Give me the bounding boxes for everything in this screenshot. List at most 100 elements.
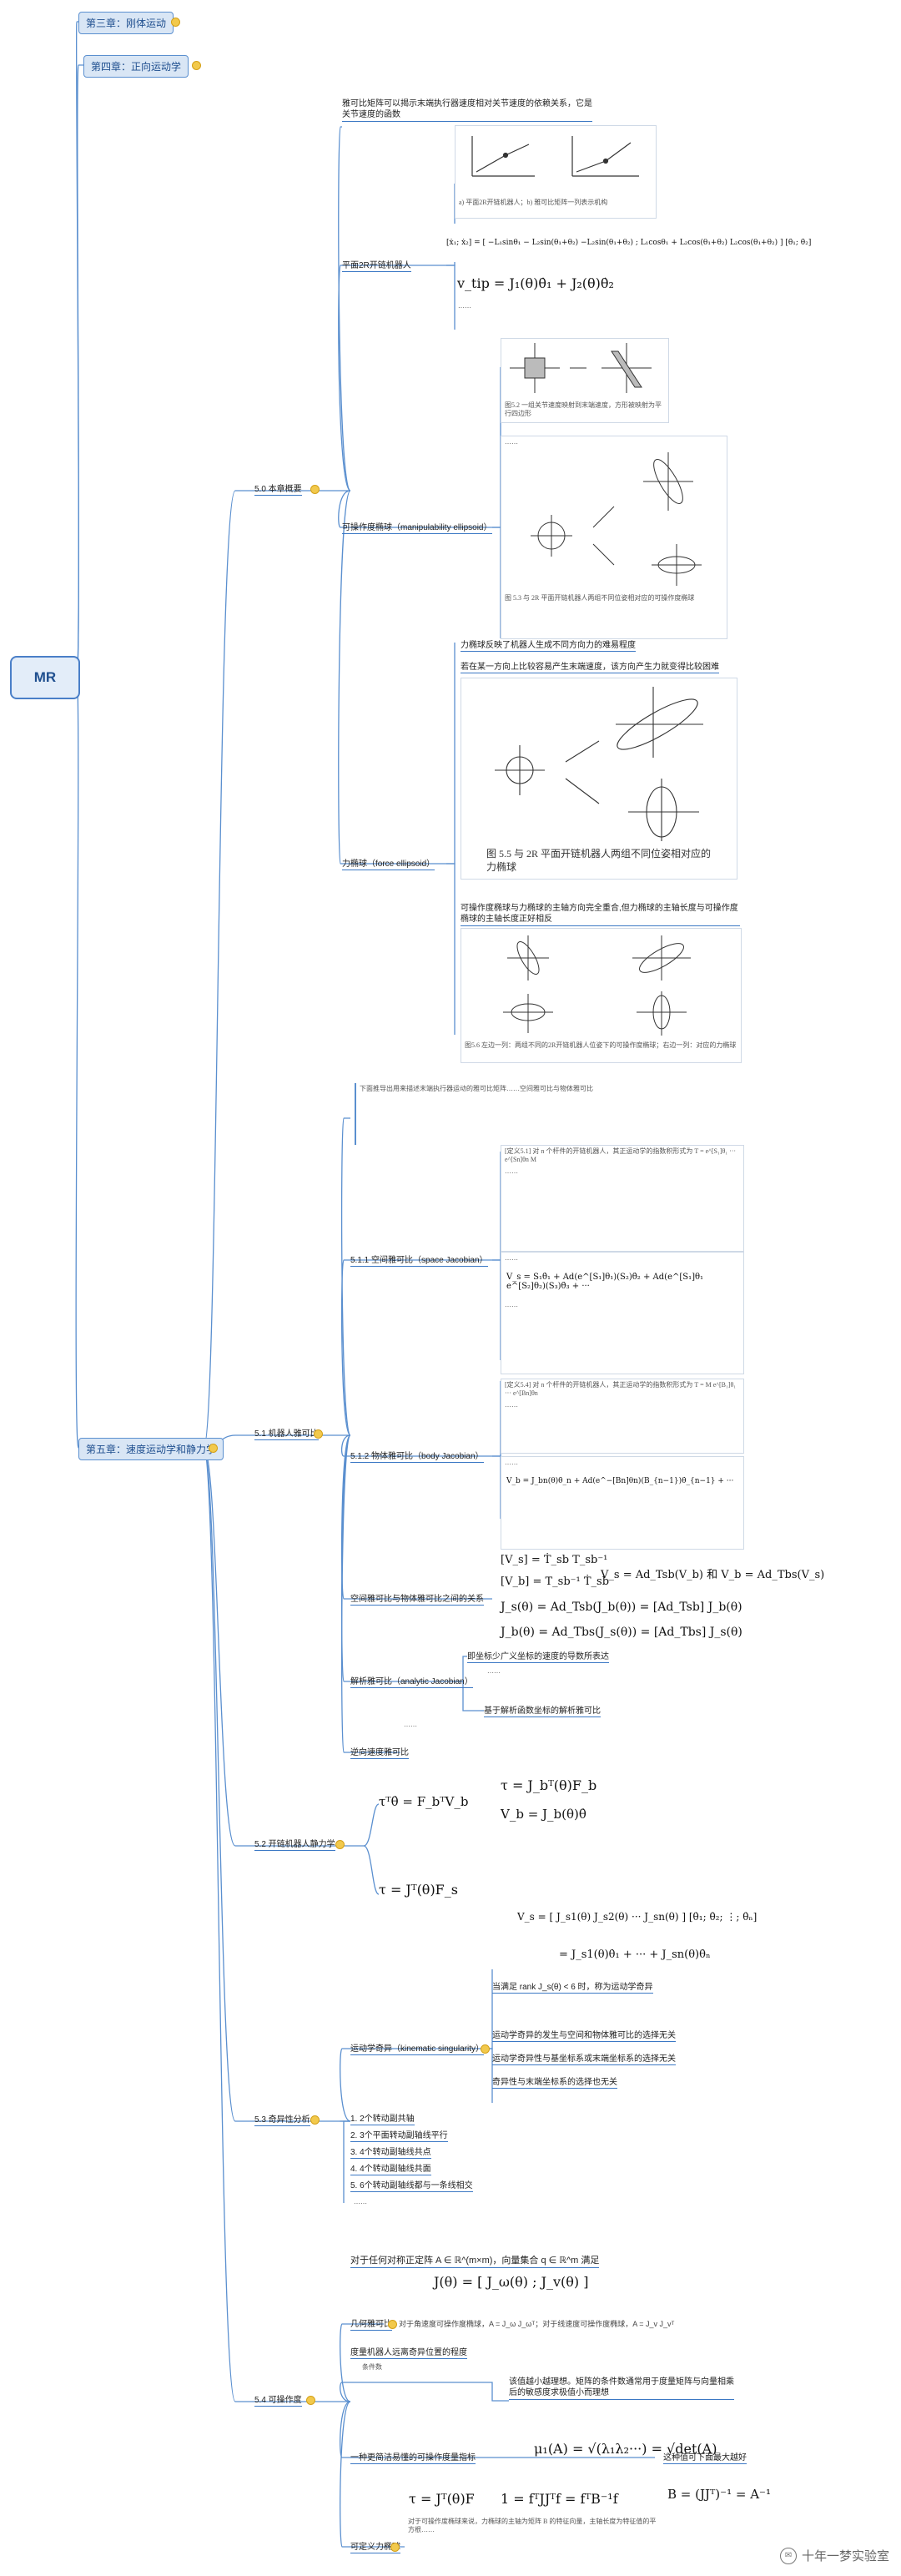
compare-ellipsoids-sketch — [503, 935, 691, 1036]
figure-manip-ellipsoid: …… 图 5.3 与 2R 平面开链机器人两组不同位姿相对应的可操作度椭球 — [501, 436, 727, 639]
singularity-jac-eq: V_s = [ J_s1(θ) J_s2(θ) ··· J_sn(θ) ] [θ… — [517, 1911, 758, 1923]
figure-caption: 图 5.3 与 2R 平面开链机器人两组不同位姿相对应的可操作度椭球 — [505, 594, 695, 602]
section-5-3[interactable]: 5.3 奇异性分析 — [254, 2112, 310, 2126]
space-jacobian-node[interactable]: 5.1.1 空间雅可比（space Jacobian） — [350, 1253, 488, 1267]
volume-measure-node[interactable]: 一种更简洁易懂的可操作度量指标 — [350, 2450, 476, 2464]
kin-note-3[interactable]: 运动学奇异性与基坐标系或末端坐标系的选择无关 — [492, 2051, 676, 2065]
kin-note-1[interactable]: 当满足 rank J_s(θ) < 6 时，称为运动学奇异 — [492, 1979, 653, 1994]
body-jac-definition: [定义5.4] 对 n 个杆件的开链机器人，其正运动学的指数积形式为 T = M… — [501, 1379, 744, 1454]
note-dot-icon[interactable] — [335, 1840, 345, 1849]
chapter-4-topic[interactable]: 第四章：正向运动学 — [83, 55, 189, 78]
case-1[interactable]: 1. 2个转动副共轴 — [350, 2111, 415, 2125]
figure-caption: 图5.2 一组关节速度映射到末端速度，方形被映射为平行四边形 — [505, 401, 662, 417]
square-map-sketch — [510, 343, 652, 393]
geometric-note: 对于角速度可操作度椭球，A = J_ω J_ωᵀ；对于线速度可操作度椭球，A =… — [399, 2320, 675, 2328]
note-dot-icon[interactable] — [388, 2320, 397, 2329]
figure-note: …… — [505, 438, 518, 446]
singularity-jac-eq-2: = J_s1(θ)θ̇₁ + ··· + J_sn(θ)θ̇ₙ — [559, 1948, 711, 1961]
figure-caption: 图5.6 左边一列：两组不同的2R开链机器人位姿下的可操作度椭球；右边一列：对应… — [465, 1041, 737, 1049]
s51-desc: 下面推导出用来描述末端执行器运动的雅可比矩阵……空间雅可比与物体雅可比 — [355, 1083, 613, 1145]
section-5-4[interactable]: 5.4 可操作度 — [254, 2392, 302, 2407]
manip-ellipsoid-sketch — [531, 452, 702, 586]
force-ellipsoid-node[interactable]: 可定义力椭球 — [350, 2539, 400, 2553]
measure-node[interactable]: 度量机器人远离奇异位置的程度 — [350, 2345, 467, 2359]
statics-eq-1: τ = J_bᵀ(θ)F_b — [501, 1777, 597, 1793]
chapter-3-topic[interactable]: 第三章：刚体运动 — [78, 12, 174, 34]
watermark-text: 十年一梦实验室 — [801, 2549, 889, 2563]
planar-explain-text: …… — [458, 302, 471, 310]
section-5-1[interactable]: 5.1 机器人雅可比 — [254, 1426, 319, 1440]
analytic-note-1[interactable]: 即坐标少广义坐标的速度的导数所表达 — [467, 1649, 609, 1663]
analytic-note-2[interactable]: 基于解析函数坐标的解析雅可比 — [484, 1703, 601, 1717]
figure-caption: a) 平面2R开链机器人；b) 雅可比矩阵一列表示机构 — [459, 199, 608, 206]
note-dot-icon[interactable] — [481, 2044, 490, 2054]
chapter-5-topic[interactable]: 第五章：速度运动学和静力学 — [78, 1438, 224, 1460]
note-dot-icon[interactable] — [310, 2115, 320, 2125]
condition-note[interactable]: 该值越小越理想。矩阵的条件数通常用于度量矩阵与向量相乘后的敏感度求极值小而理想 — [509, 2377, 734, 2400]
section-5-0[interactable]: 5.0 本章概要 — [254, 481, 302, 496]
geometric-jac-eq: J(θ) = [ J_ω(θ) ; J_v(θ) ] — [434, 2274, 589, 2290]
volume-eq: μ₁(A) = √(λ₁λ₂···) = √det(A) — [534, 2441, 717, 2457]
kin-note-2[interactable]: 运动学奇异的发生与空间和物体雅可比的选择无关 — [492, 2028, 676, 2042]
s54-desc: …… — [354, 2198, 367, 2205]
space-jac-eq: V_s = S₁θ̇₁ + Ad(e^[S₁]θ₁)(S₂)θ̇₂ + Ad(e… — [506, 1273, 704, 1291]
s50-intro[interactable]: 雅可比矩阵可以揭示末端执行器速度相对关节速度的依赖关系，它是关节速度的函数 — [342, 98, 592, 122]
manipulability-ellipsoid-node[interactable]: 可操作度椭球（manipulability ellipsoid） — [342, 520, 492, 534]
kin-note-4[interactable]: 奇异性与末端坐标系的选择也无关 — [492, 2074, 617, 2089]
force-ellipsoid-desc: 对于可操作度椭球来说，力椭球的主轴为矩阵 B 的特征向量，主轴长度为特征值的平方… — [408, 2518, 657, 2533]
definition-text: …… — [505, 1401, 518, 1409]
planar-velocity-eq: v_tip = J₁(θ)θ̇₁ + J₂(θ)θ̇₂ — [457, 275, 614, 291]
analytic-jacobian-node[interactable]: 解析雅可比（analytic Jacobian） — [350, 1674, 473, 1688]
planar-2r-node[interactable]: 平面2R开链机器人 — [342, 258, 411, 272]
figure-square-map: 图5.2 一组关节速度映射到末端速度，方形被映射为平行四边形 — [501, 338, 669, 423]
case-3[interactable]: 3. 4个转动副轴线共点 — [350, 2145, 431, 2159]
section-5-2[interactable]: 5.2 开链机器人静力学 — [254, 1837, 335, 1851]
volume-note[interactable]: 这种值可下面最大越好 — [663, 2450, 747, 2464]
collapse-dot-icon[interactable] — [171, 18, 180, 27]
inverse-velocity-node[interactable]: 逆向速度雅可比 — [350, 1745, 409, 1759]
relation-node[interactable]: 空间雅可比与物体雅可比之间的关系 — [350, 1591, 484, 1606]
note-dot-icon[interactable] — [310, 485, 320, 494]
force-ellipsoid-node[interactable]: 力椭球（force ellipsoid） — [342, 856, 435, 870]
relation-eq-2: [V_b] = T_sb⁻¹ Ṫ_sb — [501, 1575, 610, 1588]
geometric-jacobian-node[interactable]: 几何雅可比 — [350, 2316, 392, 2331]
relation-eq-1: [V_s] = Ṫ_sb T_sb⁻¹ — [501, 1554, 608, 1566]
figure-compare-ellipsoids: 图5.6 左边一列：两组不同的2R开链机器人位姿下的可操作度椭球；右边一列：对应… — [461, 928, 742, 1063]
relation-eq-4: J_s(θ) = Ad_Tsb(J_b(θ)) = [Ad_Tsb] J_b(θ… — [501, 1601, 742, 1614]
body-jac-derivation: …… V_b = J_bn(θ)θ̇_n + Ad(e^−[Bn]θn)(B_{… — [501, 1456, 744, 1550]
planar-matrix-text: [ẋ₁; ẋ₂] = [ −L₁sinθ₁ − L₂sin(θ₁+θ₂) −L₂… — [446, 239, 812, 247]
case-5[interactable]: 5. 6个转动副轴线都与一条线相交 — [350, 2178, 473, 2192]
statics-eq-3: V_b = J_b(θ)θ̇ — [501, 1807, 586, 1822]
derivation-text: …… — [505, 1301, 518, 1308]
space-jac-definition: [定义5.1] 对 n 个杆件的开链机器人，其正运动学的指数积形式为 T = e… — [501, 1145, 744, 1252]
case-2[interactable]: 2. 3个平面转动副轴线平行 — [350, 2128, 448, 2142]
figure-caption: 图 5.5 与 2R 平面开链机器人两组不同位姿相对应的力椭球 — [486, 848, 712, 873]
case-4[interactable]: 4. 4个转动副轴线共面 — [350, 2161, 431, 2175]
kinematic-singularity-node[interactable]: 运动学奇异（kinematic singularity） — [350, 2041, 485, 2055]
relation-eq-3: V_s = Ad_Tsb(V_b) 和 V_b = Ad_Tbs(V_s) — [601, 1569, 825, 1581]
definition-text: [定义5.4] 对 n 个杆件的开链机器人，其正运动学的指数积形式为 T = M… — [505, 1381, 737, 1397]
note-dot-icon[interactable] — [314, 1429, 323, 1439]
force-note-1[interactable]: 力椭球反映了机器人生成不同方向力的难易程度 — [461, 638, 636, 652]
body-jacobian-node[interactable]: 5.1.2 物体雅可比（body Jacobian） — [350, 1449, 484, 1463]
derivation-text: …… — [505, 1254, 518, 1262]
derivation-text: …… — [505, 1459, 518, 1466]
body-jac-eq: V_b = J_bn(θ)θ̇_n + Ad(e^−[Bn]θn)(B_{n−1… — [506, 1477, 734, 1485]
root-node[interactable]: MR — [10, 656, 80, 699]
planar-2r-sketch — [471, 136, 639, 177]
space-jac-derivation: …… V_s = S₁θ̇₁ + Ad(e^[S₁]θ₁)(S₂)θ̇₂ + A… — [501, 1252, 744, 1374]
analytic-desc: …… — [487, 1667, 501, 1675]
force-ellipsoid-eq-1: τ = Jᵀ(θ)F — [409, 2491, 475, 2507]
collapse-dot-icon[interactable] — [192, 61, 201, 70]
note-dot-icon[interactable] — [306, 2396, 315, 2405]
condition-number-desc: 条件数 — [362, 2363, 382, 2371]
relation-eq-5: J_b(θ) = Ad_Tbs(J_s(θ)) = [Ad_Tbs] J_s(θ… — [501, 1626, 742, 1639]
inverse-desc: …… — [404, 1721, 417, 1728]
figure-force-ellipse: 图 5.5 与 2R 平面开链机器人两组不同位姿相对应的力椭球 — [461, 678, 737, 880]
note-dot-icon[interactable] — [390, 2543, 400, 2552]
force-note-2[interactable]: 若在某一方向上比较容易产生末端速度，该方向产生力就变得比较困难 — [461, 659, 719, 673]
force-note-3[interactable]: 可操作度椭球与力椭球的主轴方向完全重合,但力椭球的主轴长度与可操作度椭球的主轴长… — [461, 903, 740, 926]
note-dot-icon[interactable] — [209, 1444, 218, 1453]
s54-intro[interactable]: 对于任何对称正定阵 A ∈ ℝ^(m×m)，向量集合 q ∈ ℝ^m 满足 — [350, 2253, 600, 2268]
